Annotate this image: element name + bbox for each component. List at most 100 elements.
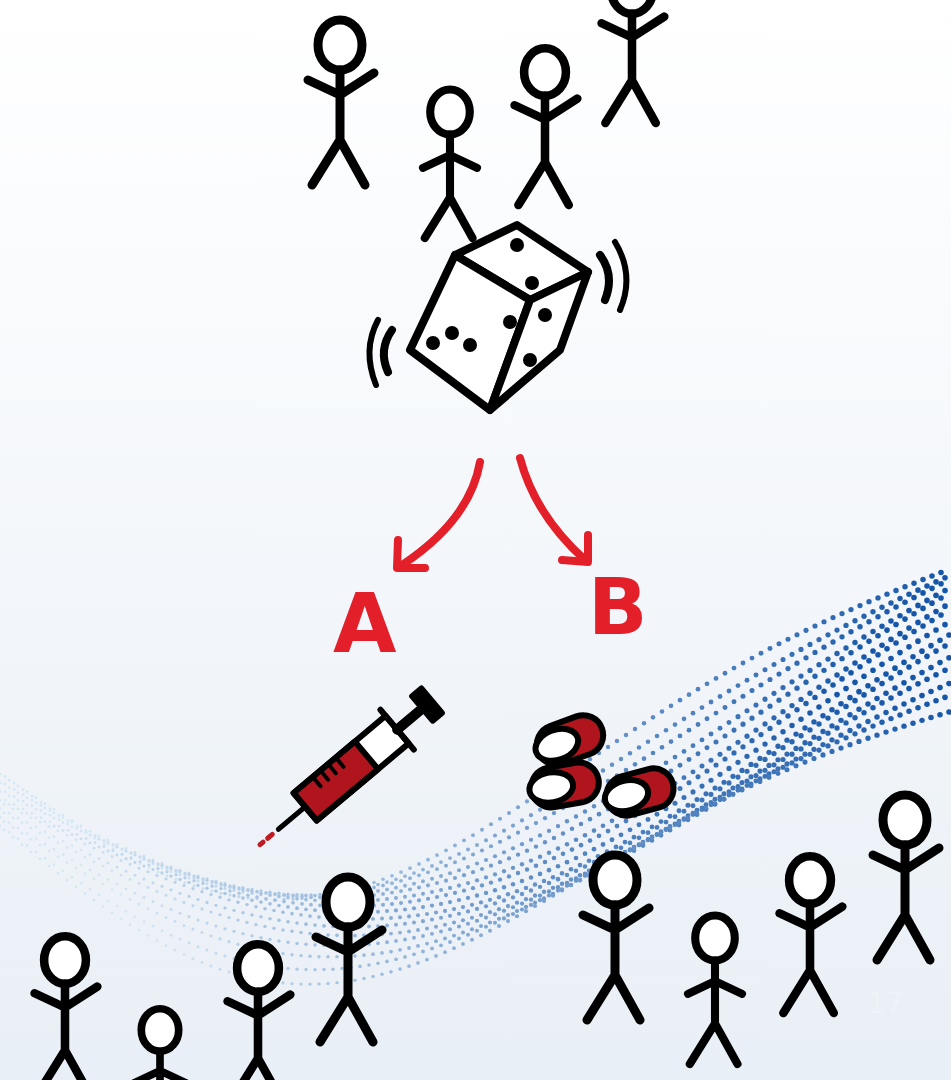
wave-dot <box>389 932 393 936</box>
wave-dot <box>313 943 317 947</box>
wave-dot <box>326 982 329 985</box>
wave-dot <box>461 942 465 946</box>
wave-dot <box>22 793 25 796</box>
wave-dot <box>62 870 65 873</box>
wave-dot <box>933 698 939 704</box>
wave-dot <box>592 847 597 852</box>
wave-dot <box>615 824 620 829</box>
wave-dot <box>682 809 687 814</box>
figure-body <box>228 992 291 1080</box>
wave-dot <box>798 647 803 652</box>
wave-dot <box>183 872 186 875</box>
wave-dot <box>633 762 638 767</box>
wave-dot <box>766 750 771 755</box>
wave-dot <box>8 803 11 806</box>
wave-dot <box>430 947 434 951</box>
wave-dot <box>838 701 844 707</box>
wave-dot <box>31 804 34 807</box>
wave-dot <box>116 905 119 908</box>
wave-dot <box>615 739 619 743</box>
wave-dot <box>137 867 140 870</box>
wave-dot <box>218 937 221 940</box>
wave-dot <box>116 846 119 849</box>
wave-dot <box>31 795 34 798</box>
wave-dot <box>714 676 719 681</box>
wave-dot <box>425 958 429 962</box>
wave-dot <box>66 879 69 882</box>
wave-dot <box>538 885 542 889</box>
wave-dot <box>672 801 677 806</box>
wave-dot <box>811 756 816 761</box>
wave-dot <box>381 903 385 907</box>
wave-dot <box>62 816 65 819</box>
wave-dot <box>353 934 357 938</box>
wave-dot <box>152 925 155 928</box>
wave-dot <box>703 791 708 796</box>
wave-dot <box>677 786 682 791</box>
wave-dot <box>380 917 384 921</box>
wave-dot <box>8 812 11 815</box>
wave-dot <box>515 914 519 918</box>
die-pips <box>426 238 552 367</box>
wave-dot <box>94 836 97 839</box>
wave-dot <box>502 916 506 920</box>
wave-dot <box>425 912 429 916</box>
wave-dot <box>856 739 861 744</box>
wave-dot <box>120 917 123 920</box>
wave-dot <box>443 923 447 927</box>
wave-dot <box>299 931 303 935</box>
wave-dot <box>569 883 573 887</box>
wave-dot <box>232 909 235 912</box>
wave-dot <box>403 895 407 899</box>
wave-dot <box>727 720 732 725</box>
figure-head <box>318 20 362 70</box>
wave-dot <box>466 865 470 869</box>
stick-figure <box>228 944 291 1080</box>
wave-dot <box>516 871 520 875</box>
wave-dot <box>192 957 195 960</box>
wave-dot <box>816 637 821 642</box>
wave-dot <box>0 807 1 810</box>
wave-dot <box>789 752 794 757</box>
wave-dot <box>17 837 20 840</box>
wave-dot <box>560 887 564 891</box>
syringe-marks <box>313 758 344 786</box>
wave-dot <box>493 872 497 876</box>
wave-dot <box>12 826 15 829</box>
wave-dot <box>408 876 412 880</box>
wave-dot <box>202 887 205 890</box>
wave-dot <box>785 637 790 642</box>
wave-dot <box>103 842 106 845</box>
wave-dot <box>883 690 889 696</box>
wave-dot <box>385 940 389 944</box>
wave-dot <box>13 782 16 785</box>
wave-dot <box>461 905 465 909</box>
wave-dot <box>475 861 479 865</box>
wave-dot <box>834 651 839 656</box>
wave-dot <box>399 901 403 905</box>
wave-dot <box>857 624 862 629</box>
wave-dot <box>632 845 637 850</box>
wave-dot <box>525 799 529 803</box>
wave-dot <box>412 871 416 875</box>
group-label: A <box>333 583 396 665</box>
wave-dot <box>758 682 763 687</box>
wave-dot <box>578 873 583 878</box>
wave-dot <box>147 859 150 862</box>
wave-dot <box>17 791 20 794</box>
wave-dot <box>942 643 948 649</box>
wave-dot <box>754 672 759 677</box>
wave-dot <box>848 670 854 676</box>
wave-dot <box>915 705 921 711</box>
wave-dot <box>723 671 728 676</box>
wave-dot <box>179 938 182 941</box>
wave-dot <box>142 857 145 860</box>
wave-dot <box>906 664 912 670</box>
wave-dot <box>771 762 776 767</box>
wave-dot <box>218 913 221 916</box>
wave-dot <box>646 739 651 744</box>
pills <box>526 710 678 821</box>
wave-dot <box>583 809 587 813</box>
wave-dot <box>682 749 687 754</box>
wave-dot <box>362 953 366 957</box>
